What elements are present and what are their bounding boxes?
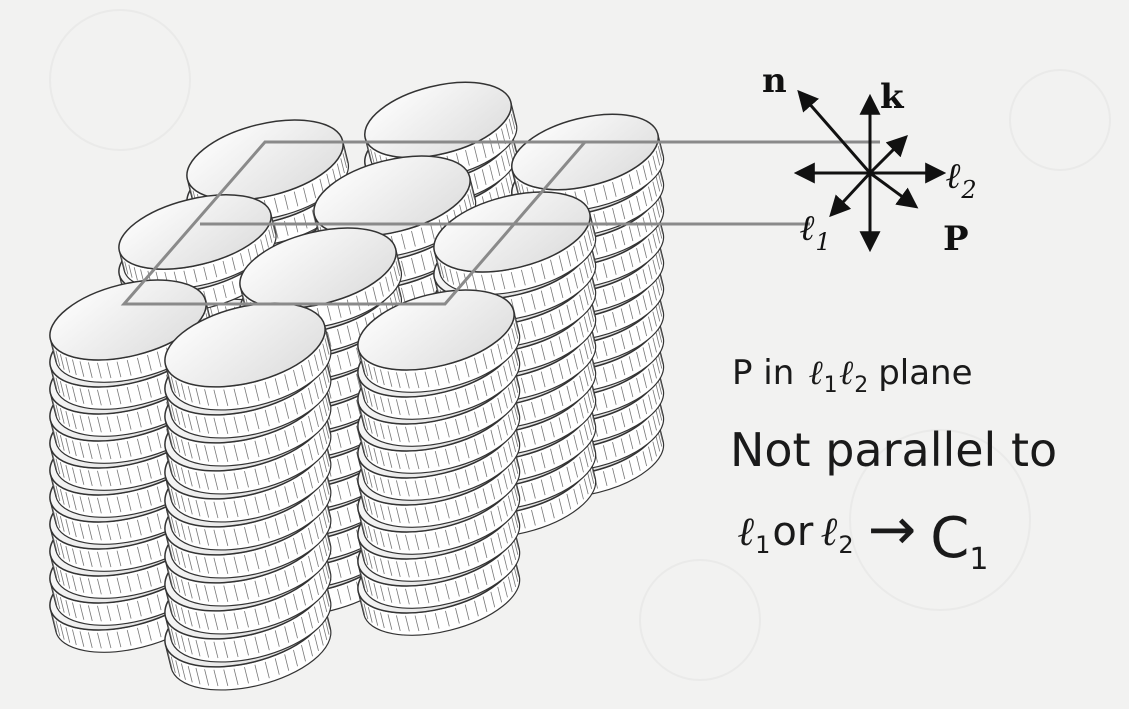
- l2-label: ℓ2: [946, 155, 977, 204]
- coin-stack: [357, 289, 521, 636]
- down-right-vector: [869, 171, 919, 209]
- coin: [357, 289, 521, 393]
- coin-stacks: [49, 81, 665, 691]
- coin: [433, 191, 597, 295]
- coin: [164, 302, 332, 411]
- n-label: n: [762, 61, 787, 101]
- plane-p-outline: [120, 140, 880, 306]
- l1-label: ℓ1: [800, 207, 831, 256]
- p-label: P: [943, 219, 969, 259]
- direction-vectors: [793, 89, 947, 253]
- k-label: k: [880, 77, 905, 117]
- coin-stack: [118, 194, 277, 314]
- n-vector: [797, 89, 872, 174]
- background-pattern: [49, 9, 1111, 681]
- plane-parallelogram: [120, 140, 589, 306]
- caption-line-2: Not parallel to: [730, 423, 1057, 477]
- l1-vector: [829, 171, 872, 218]
- up-right-vector: [868, 135, 908, 175]
- coin-stack: [164, 302, 332, 691]
